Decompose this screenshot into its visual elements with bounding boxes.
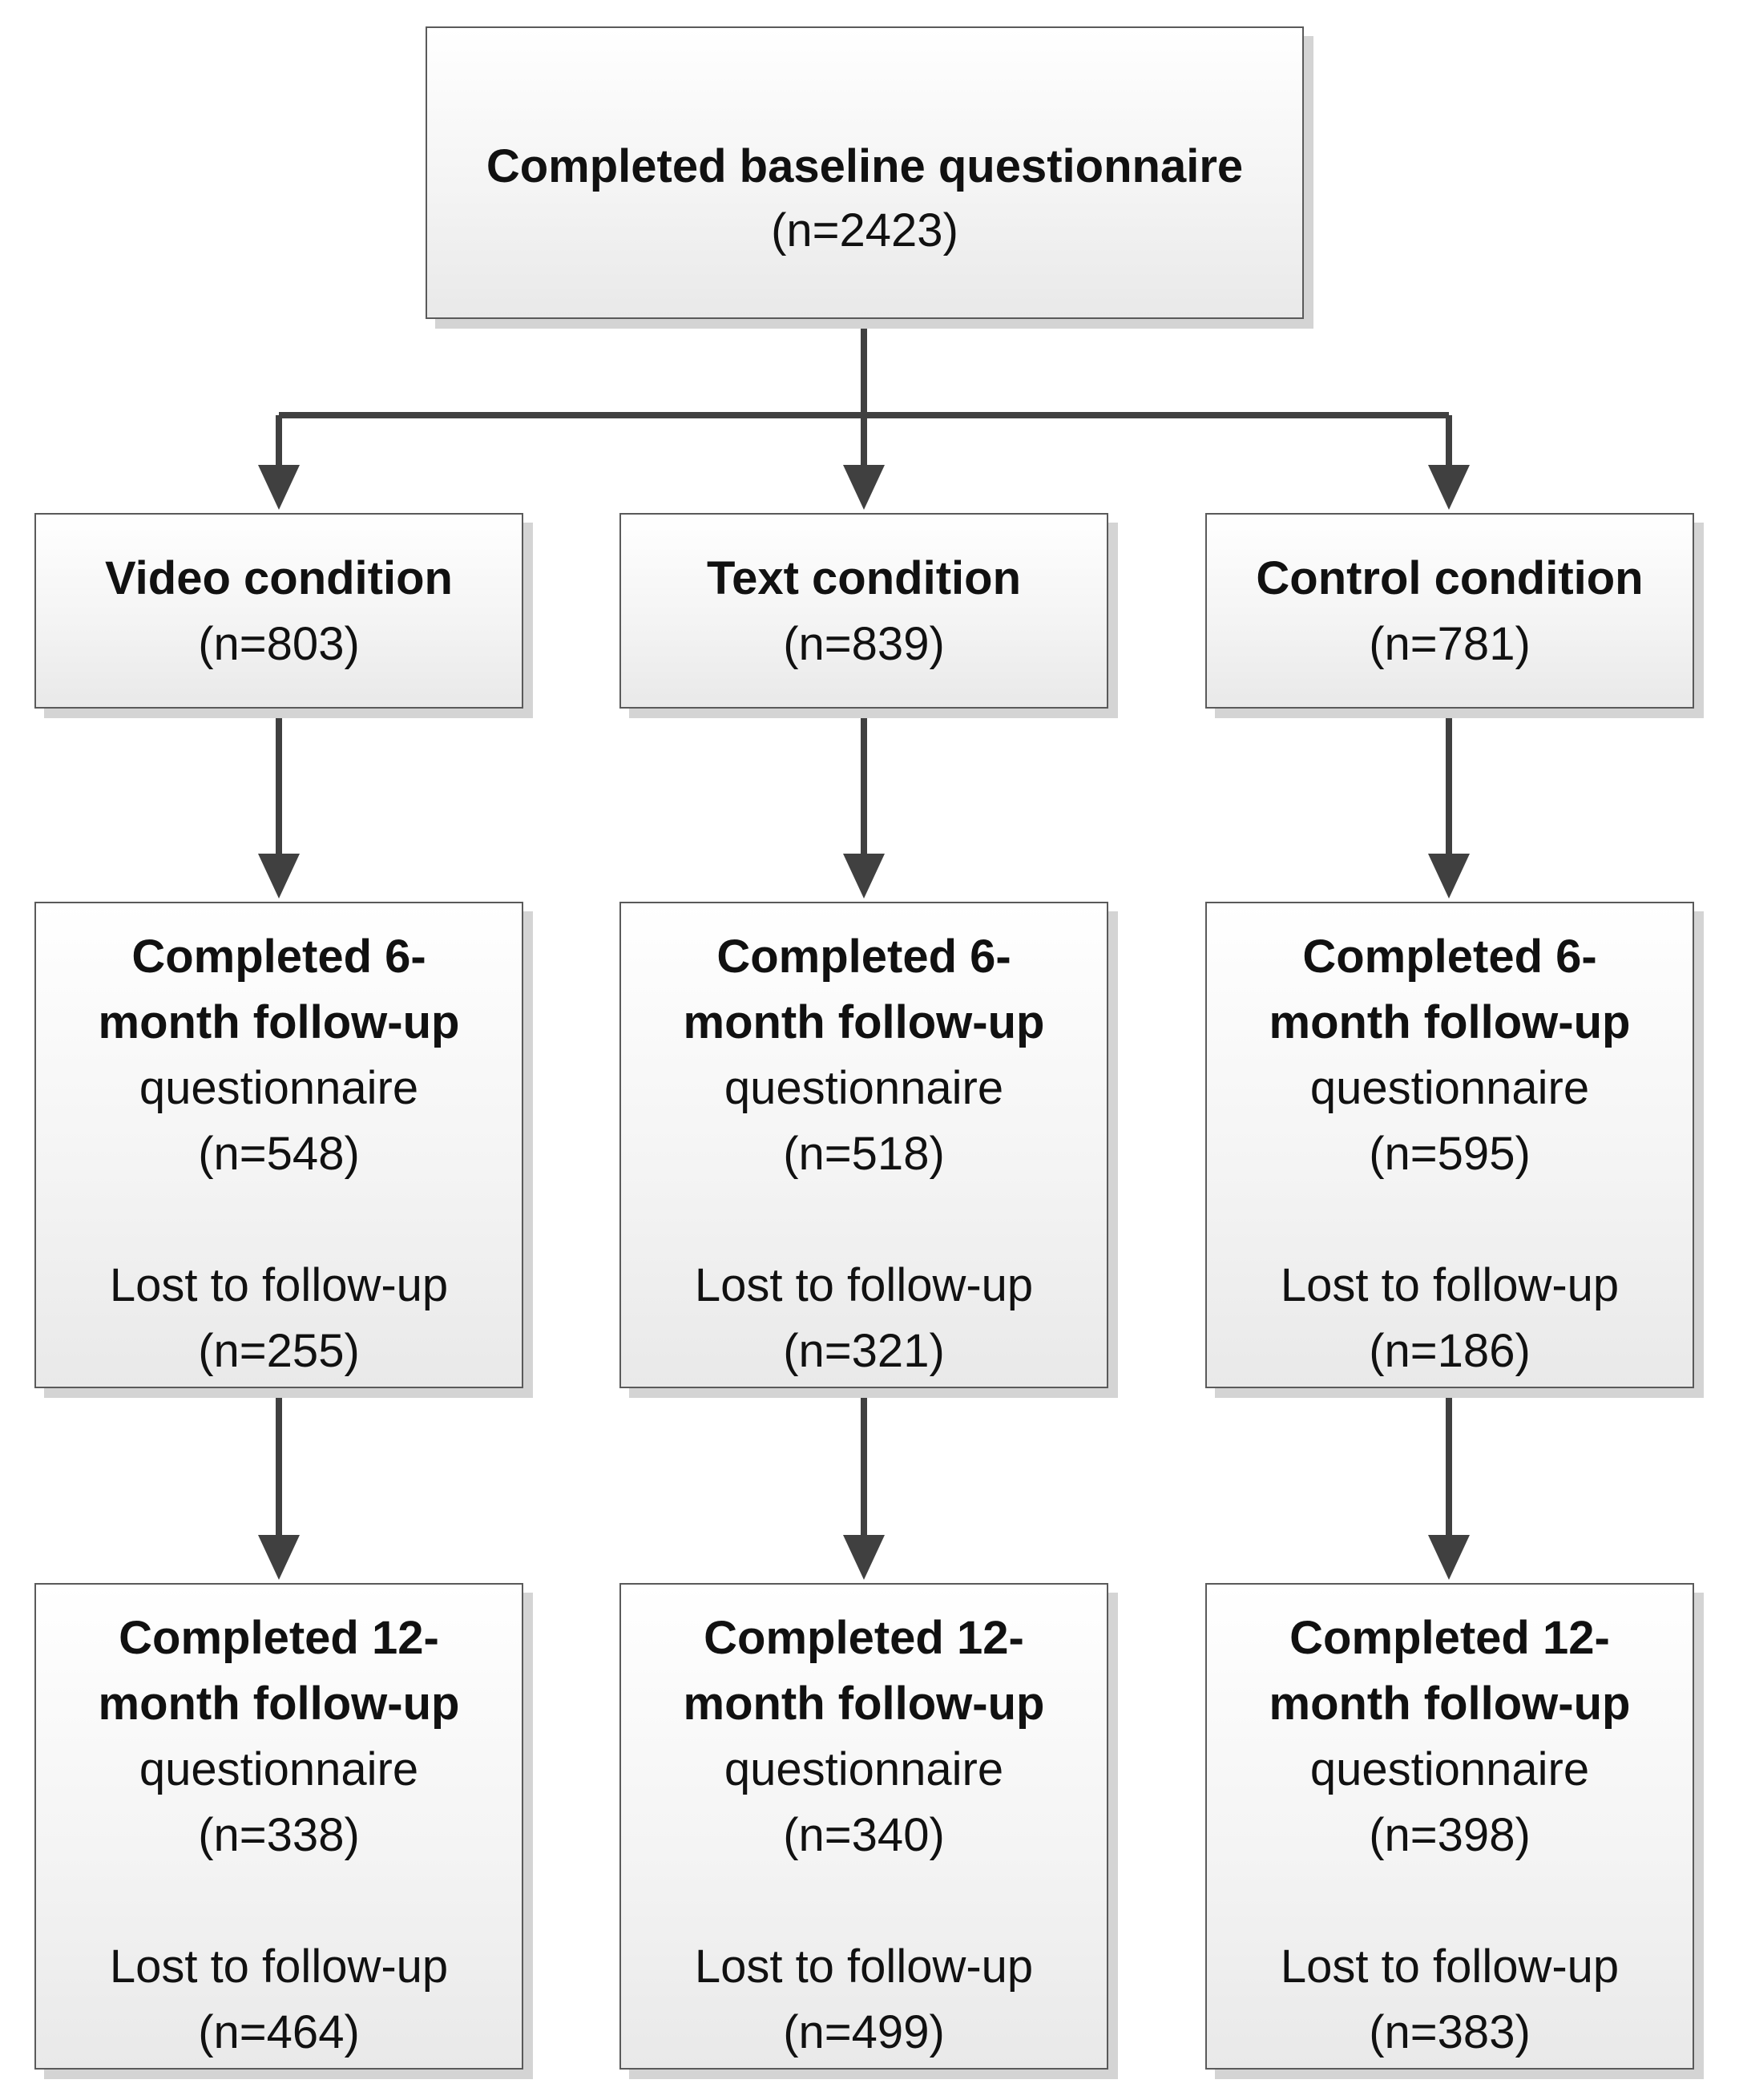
control-condition-box: Control condition (n=781) xyxy=(1205,513,1694,709)
video-12month-lost-label: Lost to follow-up xyxy=(109,1940,449,1993)
video-6month-lost-label: Lost to follow-up xyxy=(109,1259,449,1311)
text-6month-lost-count: (n=321) xyxy=(783,1325,945,1377)
arrowhead-video-12month xyxy=(258,1535,300,1580)
spacer xyxy=(621,1868,1107,1934)
text-6month-followup-box: Completed 6- month follow-up questionnai… xyxy=(619,902,1108,1388)
video-12month-followup-box: Completed 12- month follow-up questionna… xyxy=(34,1583,523,2070)
video-condition-title: Video condition xyxy=(105,552,453,604)
video-12month-subtitle: questionnaire xyxy=(139,1743,419,1795)
control-6month-title-line1: Completed 6- xyxy=(1302,931,1597,983)
control-6month-followup-box: Completed 6- month follow-up questionnai… xyxy=(1205,902,1694,1388)
text-12month-lost-label: Lost to follow-up xyxy=(694,1940,1034,1993)
control-12month-subtitle: questionnaire xyxy=(1309,1743,1590,1795)
baseline-questionnaire-box: Completed baseline questionnaire (n=2423… xyxy=(426,26,1304,319)
control-12month-title-line1: Completed 12- xyxy=(1289,1612,1610,1664)
control-12month-title-line2: month follow-up xyxy=(1269,1678,1631,1730)
video-6month-title-line2: month follow-up xyxy=(98,996,460,1048)
text-12month-count: (n=340) xyxy=(783,1809,945,1861)
spacer xyxy=(1207,1868,1693,1934)
spacer xyxy=(36,1868,522,1934)
baseline-count: (n=2423) xyxy=(771,204,958,256)
control-6month-lost-count: (n=186) xyxy=(1369,1325,1531,1377)
text-6month-count: (n=518) xyxy=(783,1128,945,1180)
text-6month-title-line1: Completed 6- xyxy=(716,931,1011,983)
text-condition-title: Text condition xyxy=(706,552,1021,604)
arrowhead-control-condition xyxy=(1428,465,1470,510)
video-6month-count: (n=548) xyxy=(198,1128,360,1180)
spacer xyxy=(621,1187,1107,1253)
arrowhead-text-12month xyxy=(843,1535,885,1580)
video-6month-title-line1: Completed 6- xyxy=(131,931,426,983)
control-condition-title: Control condition xyxy=(1256,552,1644,604)
arrowhead-video-condition xyxy=(258,465,300,510)
text-12month-title-line1: Completed 12- xyxy=(704,1612,1024,1664)
text-condition-box: Text condition (n=839) xyxy=(619,513,1108,709)
text-6month-title-line2: month follow-up xyxy=(683,996,1045,1048)
video-12month-lost-count: (n=464) xyxy=(198,2006,360,2058)
control-12month-count: (n=398) xyxy=(1369,1809,1531,1861)
spacer xyxy=(1207,1187,1693,1253)
control-6month-lost-label: Lost to follow-up xyxy=(1280,1259,1620,1311)
video-condition-box: Video condition (n=803) xyxy=(34,513,523,709)
control-6month-subtitle: questionnaire xyxy=(1309,1062,1590,1114)
text-condition-count: (n=839) xyxy=(783,618,945,670)
arrowhead-video-6month xyxy=(258,854,300,899)
control-6month-count: (n=595) xyxy=(1369,1128,1531,1180)
control-condition-count: (n=781) xyxy=(1369,618,1531,670)
control-12month-followup-box: Completed 12- month follow-up questionna… xyxy=(1205,1583,1694,2070)
text-6month-subtitle: questionnaire xyxy=(724,1062,1004,1114)
video-6month-followup-box: Completed 6- month follow-up questionnai… xyxy=(34,902,523,1388)
video-6month-lost-count: (n=255) xyxy=(198,1325,360,1377)
baseline-title: Completed baseline questionnaire xyxy=(486,140,1244,192)
video-12month-title-line2: month follow-up xyxy=(98,1678,460,1730)
arrowhead-text-condition xyxy=(843,465,885,510)
control-12month-lost-label: Lost to follow-up xyxy=(1280,1940,1620,1993)
arrowhead-control-6month xyxy=(1428,854,1470,899)
text-12month-followup-box: Completed 12- month follow-up questionna… xyxy=(619,1583,1108,2070)
text-12month-title-line2: month follow-up xyxy=(683,1678,1045,1730)
text-6month-lost-label: Lost to follow-up xyxy=(694,1259,1034,1311)
video-condition-count: (n=803) xyxy=(198,618,360,670)
spacer xyxy=(36,1187,522,1253)
arrowhead-control-12month xyxy=(1428,1535,1470,1580)
text-12month-subtitle: questionnaire xyxy=(724,1743,1004,1795)
video-6month-subtitle: questionnaire xyxy=(139,1062,419,1114)
text-12month-lost-count: (n=499) xyxy=(783,2006,945,2058)
control-12month-lost-count: (n=383) xyxy=(1369,2006,1531,2058)
video-12month-count: (n=338) xyxy=(198,1809,360,1861)
control-6month-title-line2: month follow-up xyxy=(1269,996,1631,1048)
video-12month-title-line1: Completed 12- xyxy=(119,1612,439,1664)
arrowhead-text-6month xyxy=(843,854,885,899)
